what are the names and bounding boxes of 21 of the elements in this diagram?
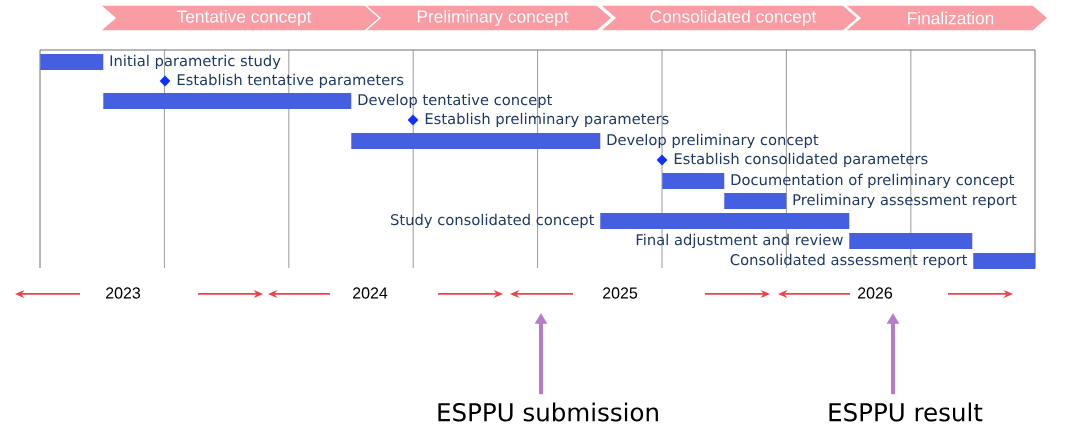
task-label: Documentation of preliminary concept [731, 173, 1015, 189]
year-label: 2025 [603, 287, 638, 299]
task-label: Consolidated assessment report [730, 253, 968, 269]
event-label: ESPPU submission [438, 402, 658, 422]
task-label: Preliminary assessment report [793, 193, 1017, 209]
task-label: Study consolidated concept [391, 213, 595, 229]
task-label: Establish tentative parameters [177, 73, 404, 89]
phase-band: Tentative concept [98, 4, 382, 32]
event-label: ESPPU result [829, 402, 983, 422]
task-label: Final adjustment and review [636, 233, 843, 249]
task-label: Establish consolidated parameters [674, 152, 928, 168]
year-label: 2024 [353, 287, 388, 299]
task-label: Establish preliminary parameters [425, 112, 669, 128]
phase-band: Consolidated concept [598, 4, 859, 32]
phase-band: Finalization [843, 4, 1049, 32]
task-label: Initial parametric study [110, 54, 281, 70]
phase-band: Preliminary concept [363, 4, 614, 32]
task-label: Develop tentative concept [358, 93, 552, 109]
year-label: 2023 [106, 287, 141, 299]
year-label: 2026 [858, 287, 893, 299]
task-label: Develop preliminary concept [607, 133, 819, 149]
